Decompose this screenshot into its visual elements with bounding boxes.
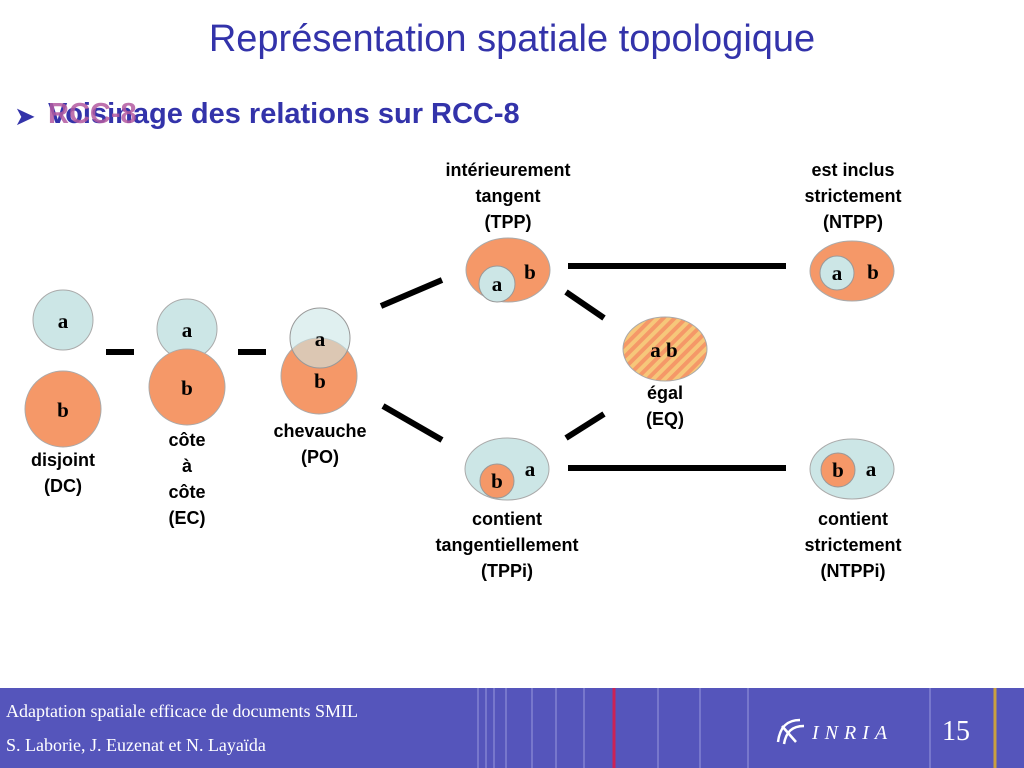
relation-po-figure: a b [280,307,358,415]
relation-ntpp-figure: a b [809,240,895,302]
region-a [32,289,94,351]
relation-po-caption: chevauche(PO) [273,421,367,467]
region-ab [622,316,708,382]
page-number: 15 [942,716,970,747]
relation-dc-figure: a b [24,289,102,448]
region-b-label: b [314,369,326,393]
footer-authors: S. Laborie, J. Euzenat et N. Layaïda [6,735,266,755]
region-b [820,452,856,488]
arrow-bullet-icon: ➤ [14,102,36,132]
region-b-label: b [491,469,503,493]
region-a-label: a [492,272,503,296]
connector-tppi-eq [564,411,606,441]
connector-po-tpp [379,277,444,309]
bullet-text-overlap: RCC-8 [48,98,137,130]
region-ab-label: a b [650,338,677,362]
relation-ec-figure: a b [148,298,226,426]
region-b-label: b [524,260,536,284]
region-b-label: b [57,398,69,422]
slide-footer [0,688,1024,768]
relation-eq-figure: a b [622,316,708,382]
inria-logo-text: INRIA [811,722,893,744]
slide-title: Représentation spatiale topologique [208,18,816,60]
region-b [148,348,226,426]
neighborhood-connectors [106,263,786,471]
region-a-label: a [525,457,536,481]
relation-tppi-figure: a b [464,437,550,501]
region-a-label: a [866,457,877,481]
region-b-label: b [181,376,193,400]
footer-decoration [477,688,997,768]
region-a-label: a [315,327,326,351]
region-a-label: a [58,309,69,333]
bullet-text: Voisinage des relations sur RCC-8 [48,98,520,130]
region-b-label: b [867,260,879,284]
relation-eq-caption: égal(EQ) [646,383,684,429]
inria-logo: INRIA [776,718,893,745]
region-b-label: b [832,458,844,482]
relation-dc-caption: disjoint(DC) [31,450,95,496]
region-b [479,463,515,499]
relation-tpp-figure: b a [465,237,551,303]
footer-title: Adaptation spatiale efficace de document… [6,701,359,721]
region-a [478,265,516,303]
rcc8-neighborhood-diagram: a b a b a b b a a b a b a b [24,237,895,501]
connector-po-tppi [381,403,444,443]
region-a [819,255,855,291]
region-b [24,370,102,448]
region-a-label: a [182,318,193,342]
region-a-label: a [832,261,843,285]
connector-tpp-eq [564,289,606,321]
relation-ntppi-figure: b a [809,438,895,500]
region-a [289,307,351,369]
